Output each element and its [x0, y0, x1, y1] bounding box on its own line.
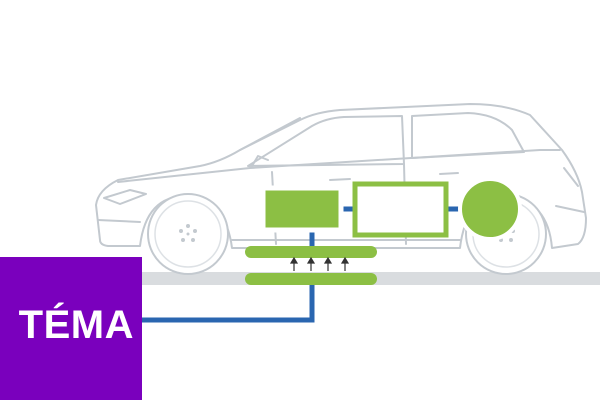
front-wheel: [147, 193, 229, 275]
electric-motor: [458, 177, 522, 241]
wire-ground-supply: [142, 284, 315, 323]
up-arrow-icon: [289, 256, 350, 271]
topic-badge: TÉMA: [0, 257, 142, 400]
topic-label: TÉMA: [18, 303, 134, 347]
onboard-converter-box: [260, 185, 344, 233]
transmitter-coil-pad: [245, 273, 377, 285]
receiver-coil-pad: [245, 246, 377, 258]
battery-box: [352, 181, 449, 238]
